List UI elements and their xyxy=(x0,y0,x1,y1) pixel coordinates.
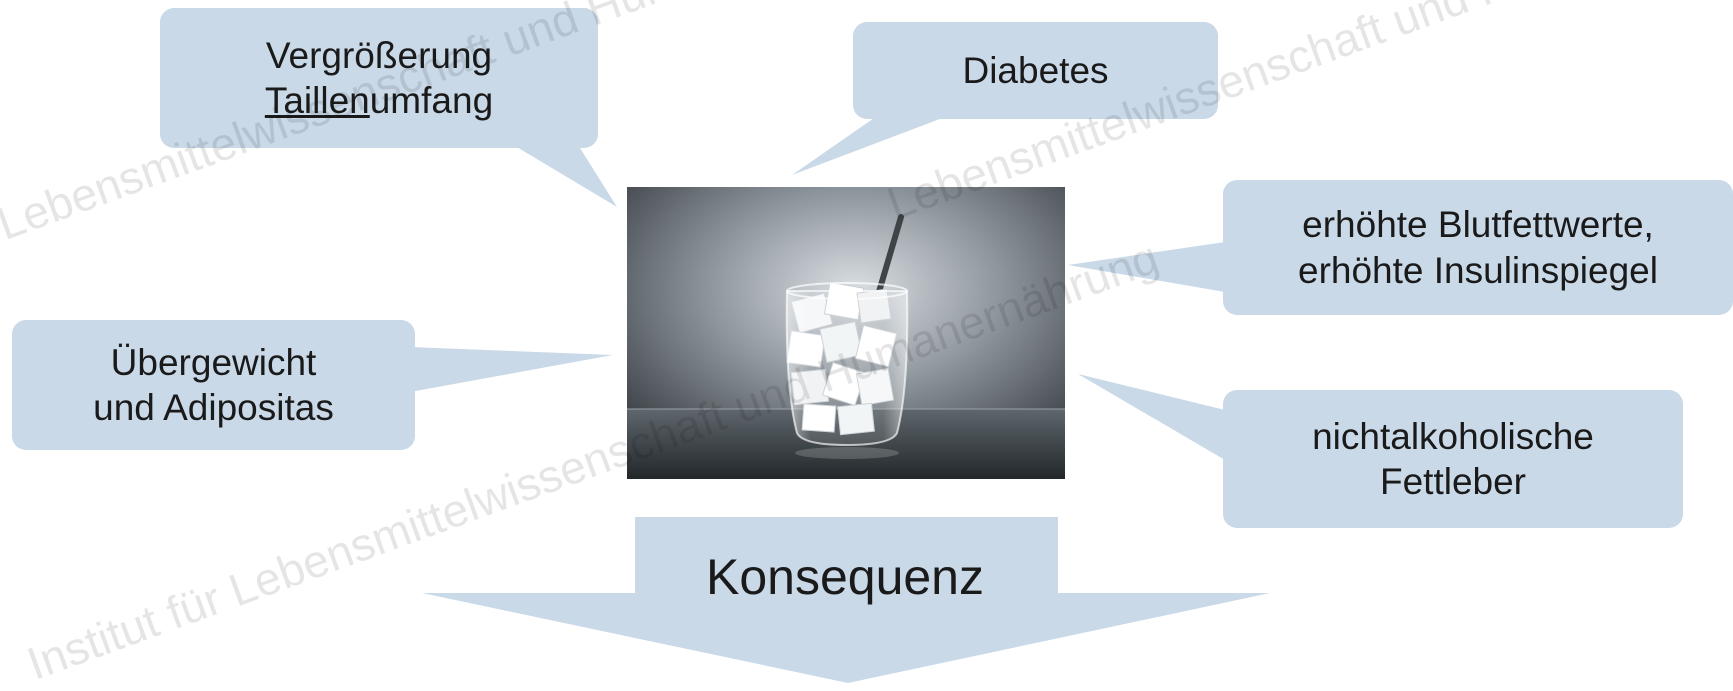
bubble-blood-line2: erhöhte Insulinspiegel xyxy=(1298,248,1658,293)
bubble-overweight-line2: und Adipositas xyxy=(93,385,334,430)
sugar-glass-photo xyxy=(627,187,1065,479)
bubble-blood-line1: erhöhte Blutfettwerte, xyxy=(1302,202,1654,247)
bubble-waist-line1: Vergrößerung xyxy=(266,33,492,78)
consequence-label: Konsequenz xyxy=(635,548,1055,606)
bubble-liver-line2: Fettleber xyxy=(1380,459,1526,504)
bubble-waist-rest: umfang xyxy=(370,80,493,121)
bubble-overweight-line1: Übergewicht xyxy=(111,340,317,385)
bubble-waist: Vergrößerung Taillenumfang xyxy=(160,8,598,148)
bubble-waist-underlined: Taillen xyxy=(265,80,370,121)
bubble-liver: nichtalkoholische Fettleber xyxy=(1223,390,1683,528)
bubble-overweight: Übergewicht und Adipositas xyxy=(12,320,415,450)
bubble-diabetes: Diabetes xyxy=(853,22,1218,119)
tail-liver xyxy=(1078,374,1225,460)
bubble-diabetes-text: Diabetes xyxy=(962,48,1108,93)
bubble-blood: erhöhte Blutfettwerte, erhöhte Insulinsp… xyxy=(1223,180,1733,315)
bubble-liver-line1: nichtalkoholische xyxy=(1312,414,1594,459)
tail-overweight xyxy=(410,347,613,392)
tail-blood xyxy=(1068,242,1225,292)
tail-waist xyxy=(505,140,617,207)
bubble-waist-line2: Taillenumfang xyxy=(265,78,493,123)
